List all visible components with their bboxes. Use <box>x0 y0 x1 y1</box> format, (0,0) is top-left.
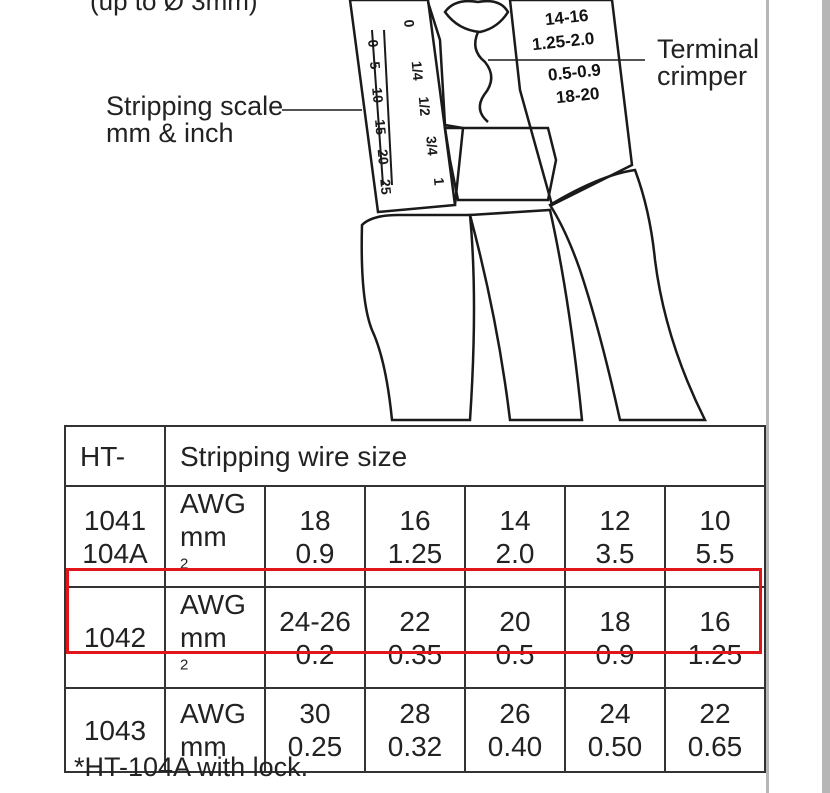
right-handle <box>548 168 708 422</box>
right-jaw <box>508 0 634 207</box>
scale-in-1: 1 <box>431 177 448 186</box>
scale-mm-15: 15 <box>372 119 389 136</box>
scale-mm-20: 20 <box>375 148 392 165</box>
scale-in-half: 1/2 <box>416 96 434 117</box>
spring-top <box>443 0 510 34</box>
left-handle <box>360 213 476 422</box>
scale-mm-0: 0 <box>365 39 382 48</box>
table-header-row: HT- Stripping wire size <box>64 425 767 487</box>
wire-stripper-illustration: 0 5 10 15 20 25 0 1/4 1/2 3/4 1 <box>282 0 708 422</box>
crimp-slot <box>426 1 465 206</box>
row-model: 1043 <box>64 687 166 773</box>
middle-handle <box>468 208 584 422</box>
spring-neck <box>473 31 493 123</box>
scale-mm-10: 10 <box>369 87 386 104</box>
scan-edge-right <box>766 0 769 793</box>
scale-in-quarter: 1/4 <box>409 60 427 81</box>
header-title: Stripping wire size <box>163 425 767 487</box>
label-terminal-crimper: Terminal crimper <box>657 34 760 91</box>
scale-in-three-quarter: 3/4 <box>423 135 441 156</box>
top-caption: (up to Ø 3mm) <box>90 0 258 16</box>
footnote: *HT-104A with lock. <box>74 752 309 782</box>
label-stripping-scale: Stripping scale mm & inch <box>106 91 284 148</box>
spring-coil <box>443 126 558 202</box>
scan-edge-right-outer <box>822 0 830 793</box>
scale-in-0: 0 <box>401 19 418 28</box>
row-model: 1042 <box>64 586 166 689</box>
scale-mm-25: 25 <box>377 178 394 195</box>
scale-mm-5: 5 <box>367 61 384 70</box>
header-model: HT- <box>64 425 166 487</box>
